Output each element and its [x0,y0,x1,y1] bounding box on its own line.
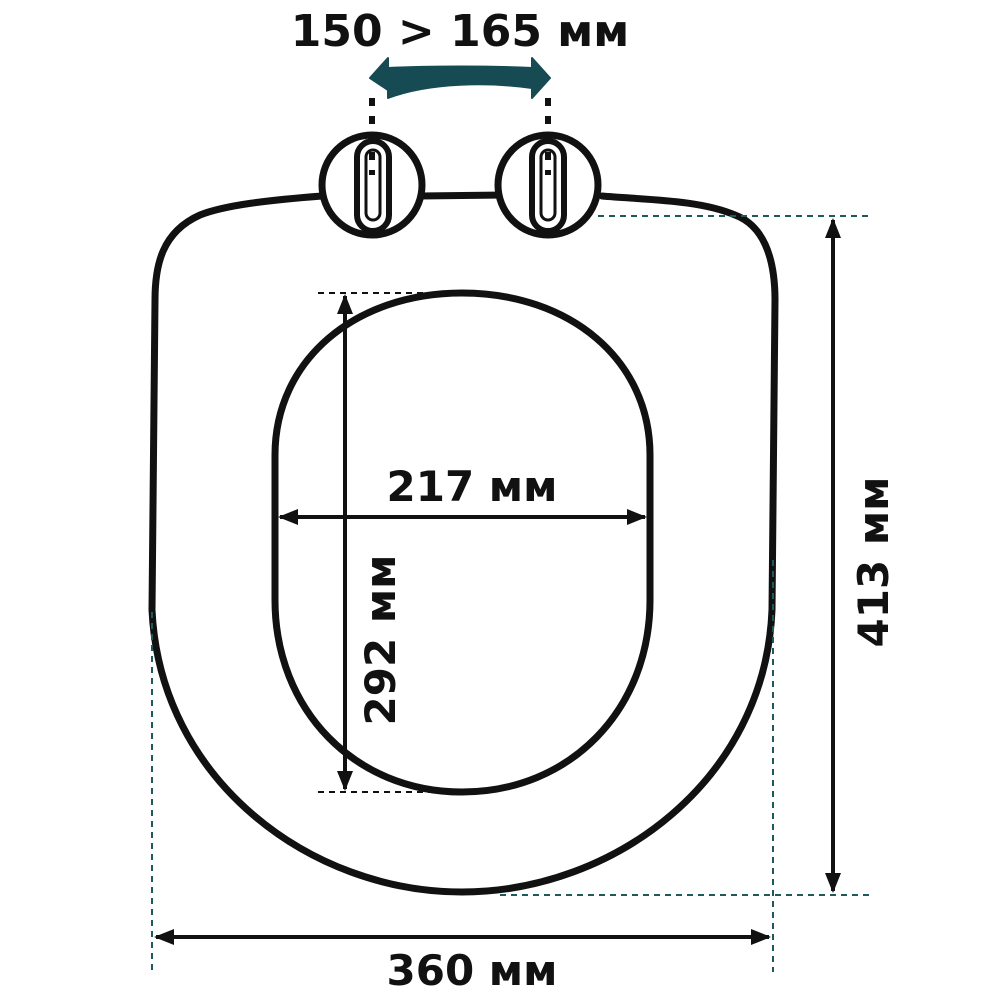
opening-height-label: 292 мм [356,555,405,726]
hinge-left [318,131,426,239]
hinge-right [494,131,602,239]
hinge-spacing-arrow [369,57,551,99]
seat-opening [271,289,654,796]
seat-length-label: 413 мм [849,477,898,648]
seat-width-label: 360 мм [387,946,558,995]
hinge-spacing-label: 150 > 165 мм [291,6,629,57]
opening-width-label: 217 мм [387,462,558,511]
hinge-bridge [416,191,509,200]
seat-outline [148,192,779,896]
